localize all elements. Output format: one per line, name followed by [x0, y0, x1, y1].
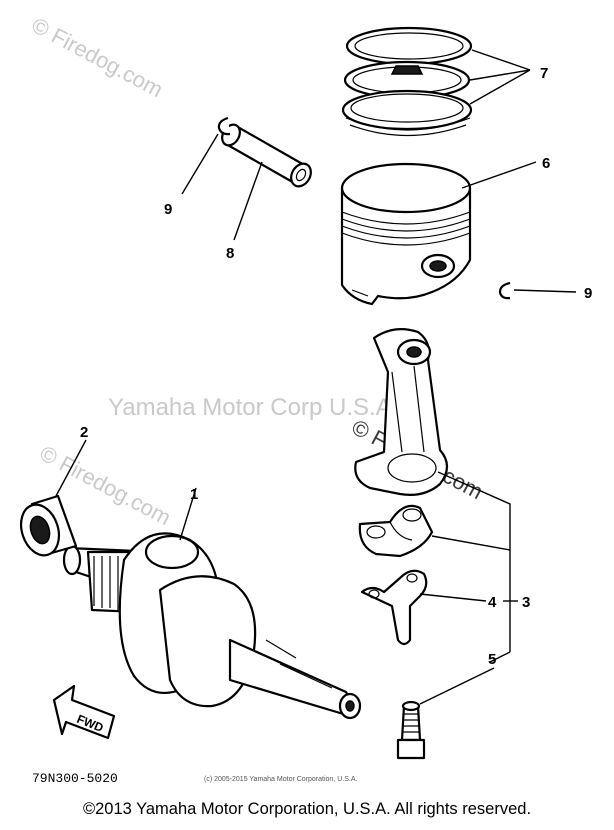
callout-1: 1: [190, 486, 198, 503]
leader-lines: [55, 49, 577, 705]
piston-rings: [341, 26, 473, 137]
piston: [340, 162, 472, 306]
watermark-firedog-top: © Firedog.com: [28, 12, 167, 102]
rod-bolt: [396, 700, 426, 760]
crankshaft: [62, 532, 362, 720]
callout-3: 3: [522, 594, 530, 611]
callout-9-right: 9: [584, 285, 592, 302]
footer-copyright: ©2013 Yamaha Motor Corporation, U.S.A. A…: [82, 800, 532, 818]
lock-plate: [360, 569, 428, 646]
bearing-cap: [358, 504, 434, 558]
small-copyright: (c) 2005-2015 Yamaha Motor Corporation, …: [204, 776, 357, 783]
callout-9-left: 9: [164, 201, 172, 218]
svg-text:© Firedog.com: © Firedog.com: [28, 12, 167, 102]
fwd-arrow-icon: FWD: [52, 684, 116, 740]
callout-5: 5: [488, 651, 496, 668]
callout-8: 8: [226, 245, 234, 262]
callout-6: 6: [542, 155, 550, 172]
circlip-left: [217, 116, 231, 136]
crank-bearing: [19, 494, 78, 557]
circlip-right: [498, 281, 511, 300]
piston-pin: [221, 123, 312, 188]
diagram-code: 79N300-5020: [32, 771, 118, 786]
callout-7: 7: [540, 65, 548, 82]
connecting-rod: [354, 327, 449, 496]
callout-2: 2: [80, 424, 88, 441]
watermark-yamaha: Yamaha Motor Corp U.S.A.: [108, 394, 398, 421]
callout-4: 4: [488, 594, 497, 611]
